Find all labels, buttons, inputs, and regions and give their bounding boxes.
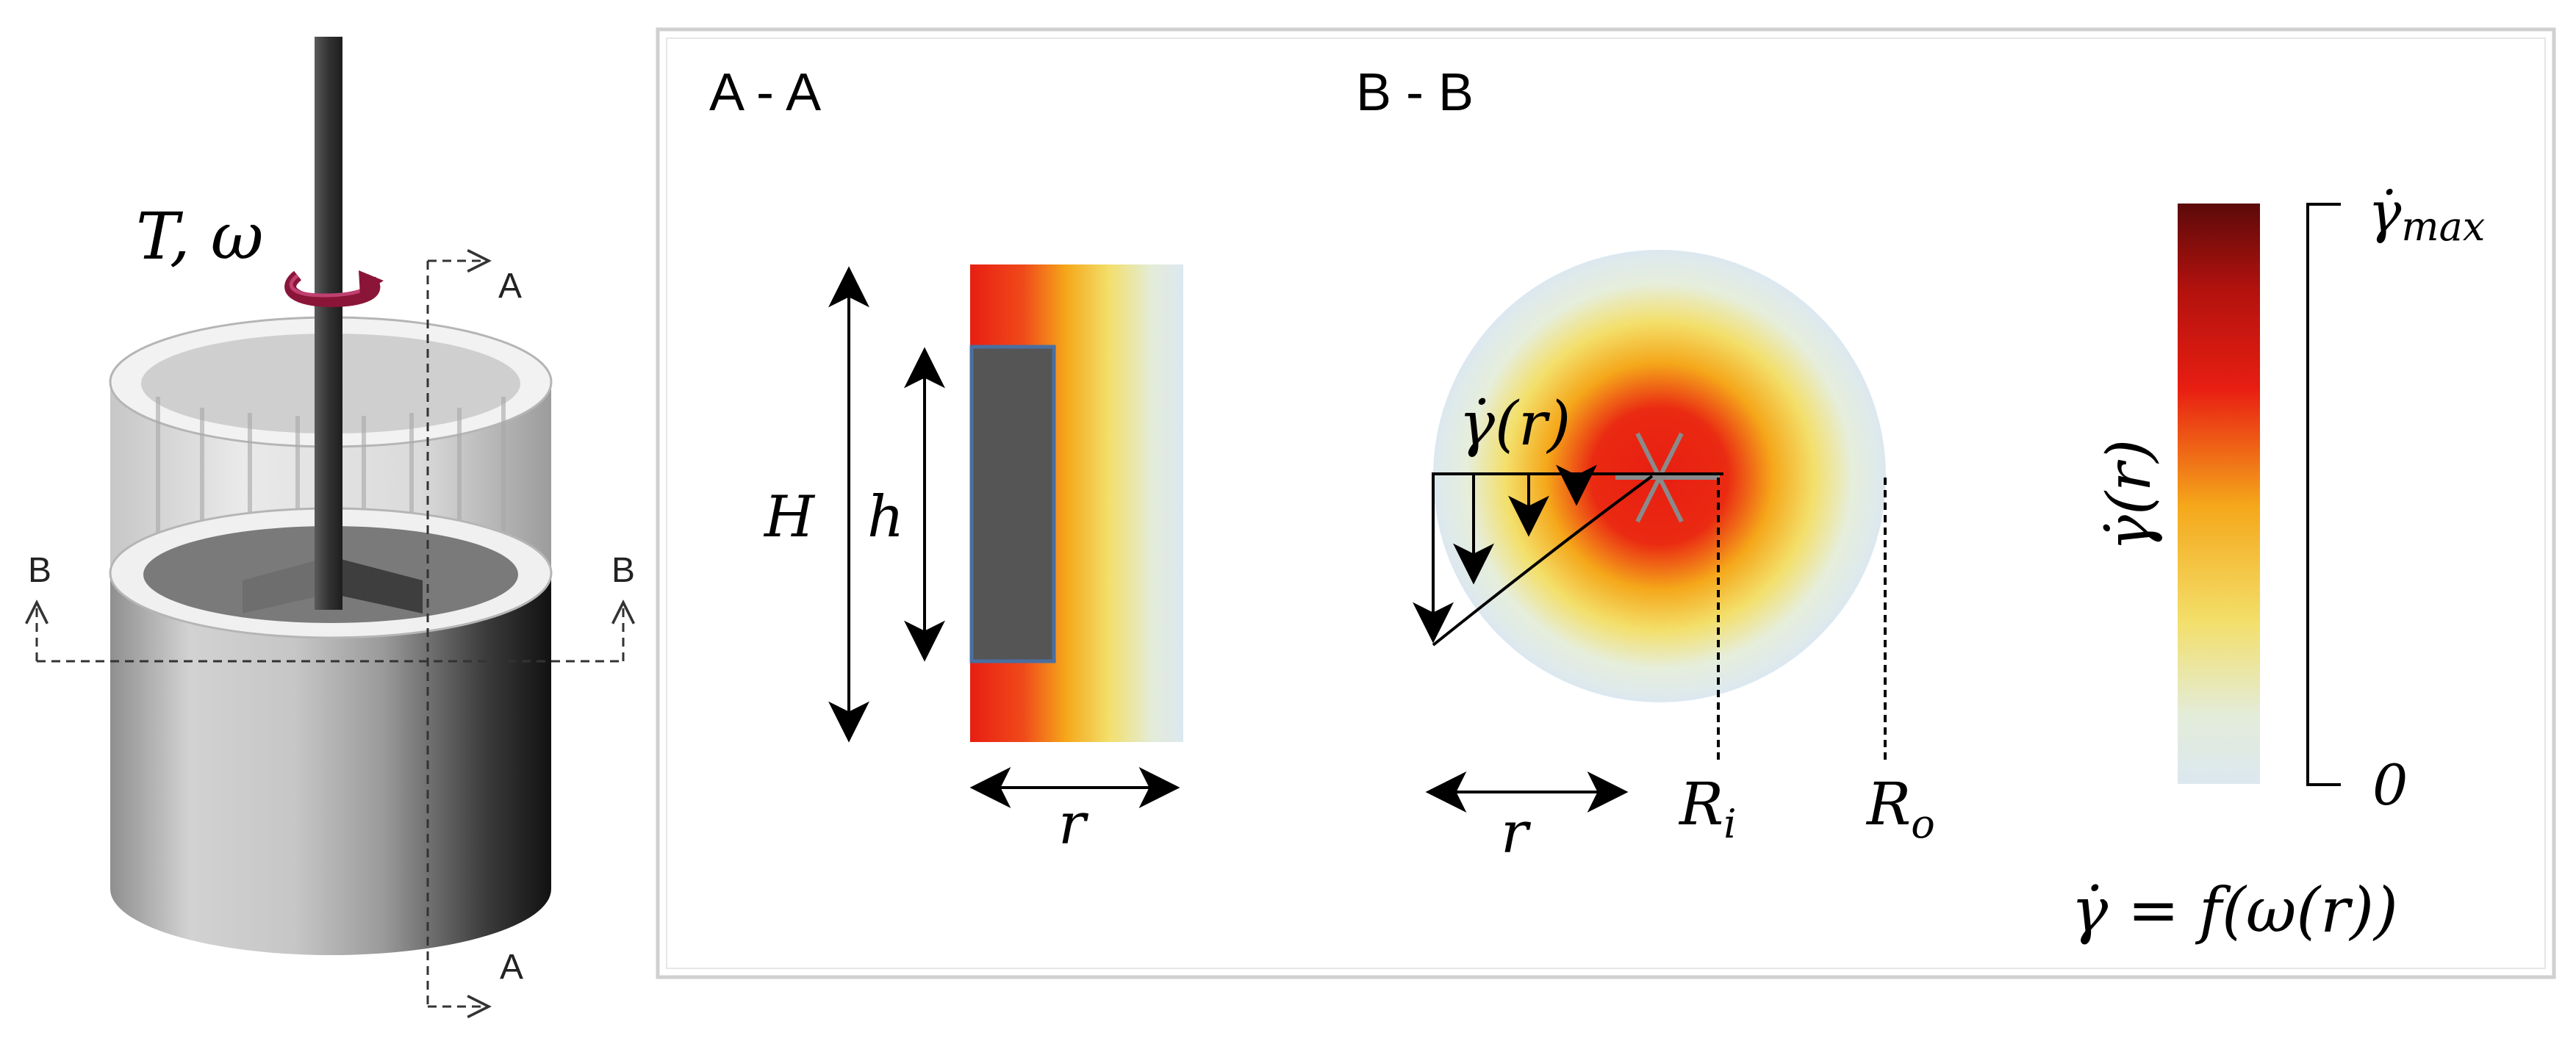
inner-radius-letter: R bbox=[1678, 770, 1723, 838]
colorbar-axis-label: γ̇(r) bbox=[2095, 439, 2164, 551]
rotation-arrow-icon bbox=[284, 270, 384, 308]
section-bb-view: γ̇(r) r Ri Ro bbox=[1413, 250, 1935, 866]
shear-rate-profile bbox=[1413, 464, 1723, 647]
colorbar: γ̇max 0 γ̇(r) bbox=[2095, 179, 2485, 818]
inner-height-label: h bbox=[867, 484, 904, 550]
section-bb-title: B - B bbox=[1356, 63, 1474, 122]
section-b-left-label: B bbox=[28, 551, 51, 590]
section-aa-title: A - A bbox=[709, 63, 821, 122]
section-aa-view: H h r bbox=[763, 264, 1183, 857]
section-b-right-label: B bbox=[611, 551, 635, 590]
inner-radius-subscript: i bbox=[1723, 801, 1736, 847]
outer-radius-letter: R bbox=[1865, 770, 1911, 838]
section-panel: A - A B - B H h r bbox=[656, 27, 2556, 979]
aa-radius-label: r bbox=[1058, 791, 1089, 857]
shaft bbox=[315, 37, 342, 610]
outer-cylinder-body bbox=[110, 573, 551, 955]
bb-radius-label: r bbox=[1501, 800, 1532, 866]
section-line-b bbox=[37, 602, 623, 663]
colorbar-max-label: γ̇max bbox=[2368, 179, 2485, 250]
vessel-3d-view: T, ω A A B B bbox=[28, 37, 635, 1007]
torque-omega-label: T, ω bbox=[136, 198, 263, 274]
colorbar-gradient bbox=[2178, 204, 2260, 784]
colorbar-max-subscript: max bbox=[2401, 204, 2485, 250]
shear-rate-equation: γ̇ = f(ω(r)) bbox=[2071, 874, 2398, 946]
colorbar-bracket bbox=[2306, 203, 2341, 786]
section-a-bottom-label: A bbox=[500, 948, 523, 987]
section-a-top-label: A bbox=[498, 267, 522, 306]
shear-rate-label: γ̇(r) bbox=[1459, 389, 1571, 459]
outer-height-label: H bbox=[763, 484, 816, 550]
section-line-a bbox=[426, 261, 489, 1007]
outer-radius-subscript: o bbox=[1911, 801, 1935, 847]
colorbar-min-label: 0 bbox=[2372, 752, 2408, 818]
colorbar-max-symbol: γ̇ bbox=[2368, 179, 2402, 245]
bb-impeller-icon bbox=[1615, 432, 1720, 523]
aa-impeller-block bbox=[969, 345, 1056, 663]
inner-radius-label: Ri bbox=[1678, 770, 1737, 847]
outer-radius-label: Ro bbox=[1865, 770, 1935, 847]
